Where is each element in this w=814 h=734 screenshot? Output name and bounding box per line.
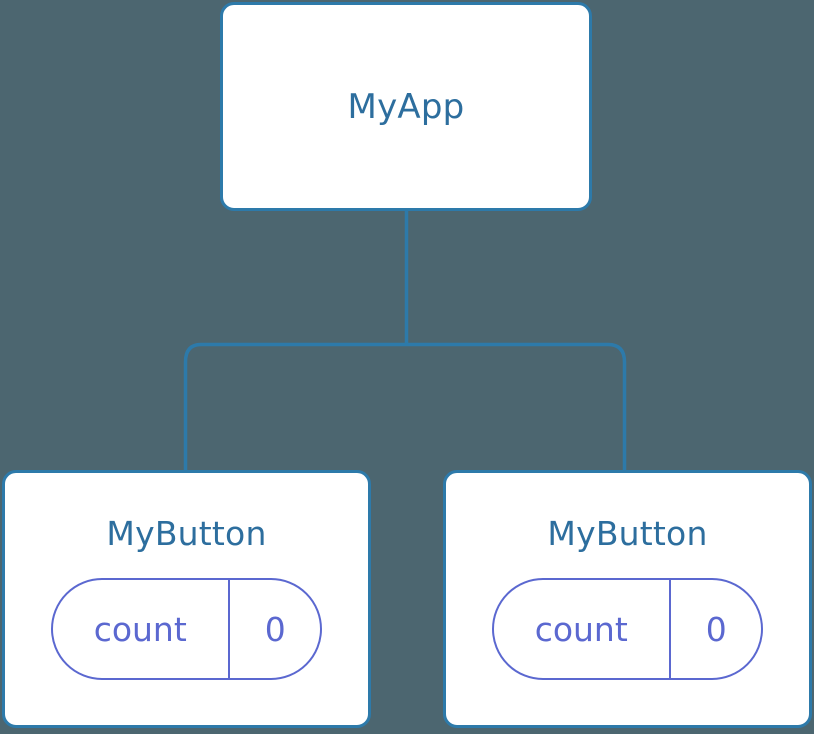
node-mybutton-right[interactable]: MyButton count 0 bbox=[443, 470, 812, 728]
edge-branch-to-right-child bbox=[406, 342, 627, 471]
node-myapp[interactable]: MyApp bbox=[220, 2, 592, 211]
node-title: MyButton bbox=[106, 514, 267, 553]
node-mybutton-left[interactable]: MyButton count 0 bbox=[2, 470, 371, 728]
edge-branch-to-left-child bbox=[183, 342, 407, 471]
state-key: count bbox=[534, 609, 628, 649]
state-badge[interactable]: count 0 bbox=[491, 578, 764, 680]
state-badge[interactable]: count 0 bbox=[50, 578, 323, 680]
node-title: MyApp bbox=[347, 86, 465, 127]
node-title: MyButton bbox=[547, 514, 708, 553]
state-divider bbox=[227, 580, 231, 678]
state-key: count bbox=[93, 609, 187, 649]
state-divider bbox=[668, 580, 672, 678]
state-value: 0 bbox=[264, 609, 286, 649]
state-value: 0 bbox=[705, 609, 727, 649]
